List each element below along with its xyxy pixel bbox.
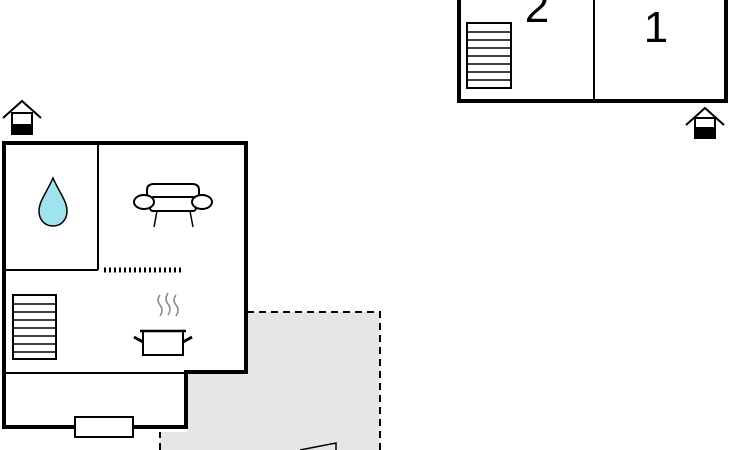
house-entrance-icon xyxy=(2,99,42,135)
sofa-icon xyxy=(133,183,213,228)
cooking-pot-icon xyxy=(133,292,193,356)
water-drop-icon xyxy=(38,176,68,227)
room-1-label: 1 xyxy=(644,3,668,52)
ground-floor xyxy=(2,141,248,438)
room-2-label: 2 xyxy=(525,0,549,32)
house-entrance-icon xyxy=(685,106,725,139)
terrace-furniture-edge xyxy=(299,442,337,450)
window xyxy=(74,416,134,438)
stairs-icon xyxy=(466,22,512,89)
stairs-icon xyxy=(12,294,57,360)
upper-floor: 2 1 xyxy=(457,0,728,103)
upper-floor-walls xyxy=(457,0,728,103)
